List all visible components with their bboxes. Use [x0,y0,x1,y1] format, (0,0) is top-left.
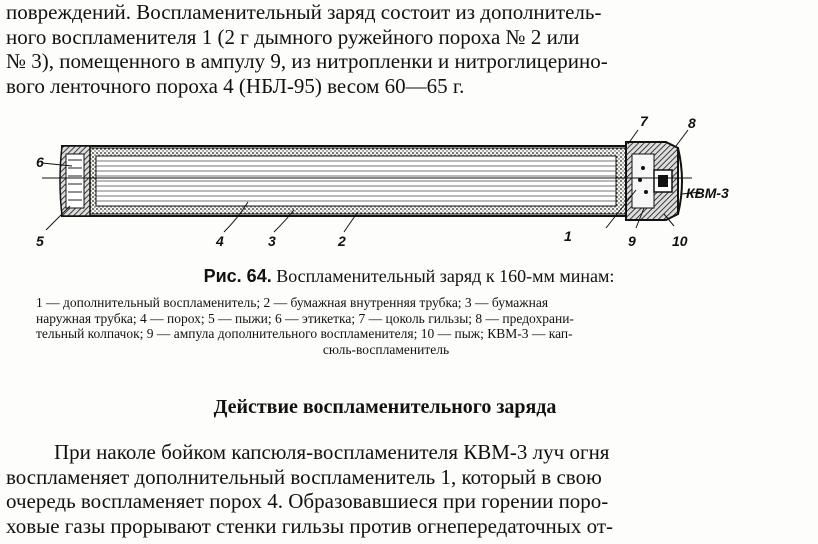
callout-10: 10 [672,233,688,249]
callout-6: 6 [36,154,44,170]
legend-line: 1 — дополнительный воспламенитель; 2 — б… [36,295,549,310]
section-heading: Действие воспламенительного заряда [213,396,557,418]
base-and-cap [625,141,683,221]
paragraph-bottom: При наколе бойком капсюля-воспламенителя… [6,440,756,538]
legend-line: тельный колпачок; 9 — ампула дополнитель… [36,326,573,341]
callout-9: 9 [628,233,636,249]
case-body [61,145,633,217]
text-line: вого ленточного пороха 4 (НБЛ-95) весом … [6,73,465,98]
callout-5: 5 [36,233,44,249]
legend-line: наружная трубка; 4 — порох; 5 — пыжи; 6 … [36,310,574,326]
callout-2: 2 [337,233,346,249]
leader-lines [41,129,701,233]
text-line: ного воспламенителя 1 (2 г дымного ружей… [6,24,580,49]
figure-caption-label: Рис. 64. [203,266,272,286]
figure-caption: Рис. 64. Воспламенительный заряд к 160-м… [0,266,818,287]
legend-line: сюль-воспламенитель [322,341,450,357]
text-line: № 3), помещенного в ампулу 9, из нитропл… [6,49,608,73]
paragraph-top: повреждений. Воспламенительный заряд сос… [6,0,756,98]
left-end-wads [59,145,91,217]
text-line: повреждений. Воспламенительный заряд сос… [6,0,602,24]
text-line: воспламеняет дополнительный воспламените… [6,464,602,489]
callout-8: 8 [688,115,696,131]
text-line: При наколе бойком капсюля-воспламенителя… [54,440,610,464]
figure-caption-text: Воспламенительный заряд к 160-мм минам: [271,266,615,286]
callout-7: 7 [640,113,649,129]
text-line: ховые газы прорывают стенки гильзы проти… [6,513,614,538]
figure-igniter-charge-drawing: 6 5 4 3 2 7 8 КВМ-3 1 9 10 [28,108,738,258]
text-line: очередь воспламеняет порох 4. Образовавш… [6,489,609,513]
callout-3: 3 [268,233,276,249]
figure-legend: 1 — дополнительный воспламенитель; 2 — б… [36,295,736,357]
callout-1: 1 [564,228,572,244]
callout-kvm3: КВМ-3 [686,185,729,201]
callout-4: 4 [215,233,224,249]
